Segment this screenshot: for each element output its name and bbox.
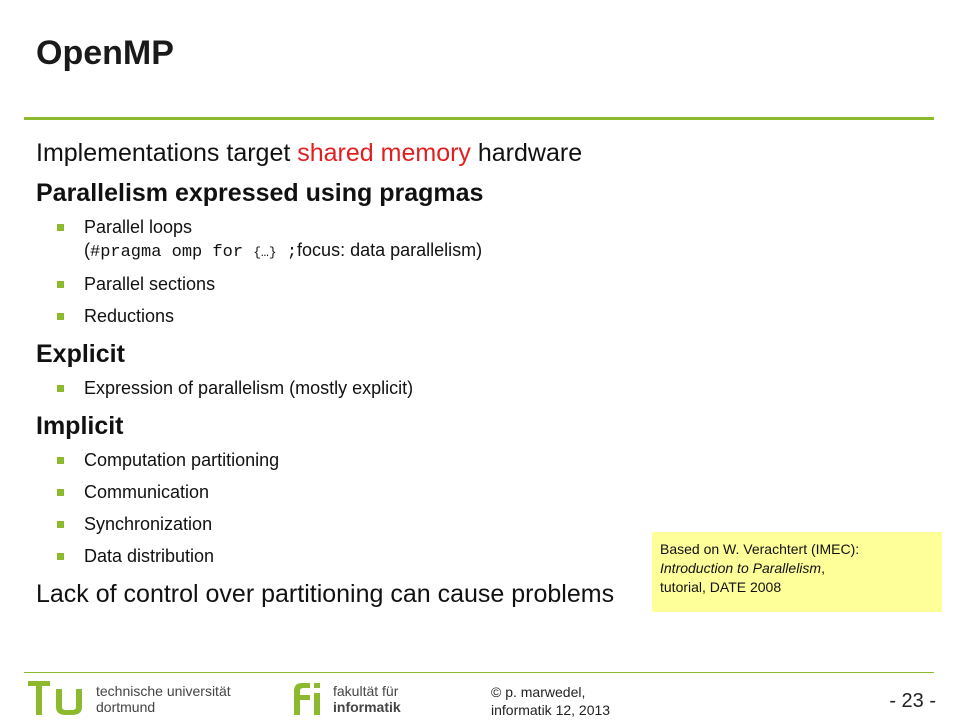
parallel-loops-open: ( xyxy=(84,240,90,260)
tu-dortmund-logo-icon xyxy=(28,681,82,715)
parallel-sections-label: Parallel sections xyxy=(84,274,216,294)
tu-dortmund-wordmark: technische universität dortmund xyxy=(96,683,231,715)
note-reference-title: Introduction to Parallelism xyxy=(660,560,822,576)
implicit-item: Computation partitioning xyxy=(84,450,280,470)
fi-faculty-wordmark: fakultät für informatik xyxy=(333,683,401,715)
bullet-square-icon xyxy=(57,553,64,560)
explicit-heading: Explicit xyxy=(36,340,125,368)
page-number: - 23 - xyxy=(889,690,936,712)
fi-line-1: fakultät für xyxy=(333,683,399,699)
parallel-loops-label: Parallel loops xyxy=(84,217,193,237)
slide-title: OpenMP xyxy=(36,34,174,72)
note-line-1: Based on W. Verachtert (IMEC): xyxy=(660,541,860,557)
list-item: Communication xyxy=(36,481,936,504)
list-item: Parallel sections xyxy=(36,273,936,296)
reductions-label: Reductions xyxy=(84,306,175,326)
closing-line: Lack of control over partitioning can ca… xyxy=(36,580,615,608)
title-divider xyxy=(24,117,934,120)
list-item: Reductions xyxy=(36,305,936,328)
bullet-square-icon xyxy=(57,313,64,320)
shared-memory-highlight: shared memory xyxy=(297,139,471,167)
shared-memory-prefix: Implementations target xyxy=(36,139,298,167)
bullet-square-icon xyxy=(57,521,64,528)
bullet-square-icon xyxy=(57,224,64,231)
author-line-1: © p. marwedel, xyxy=(491,684,586,700)
fi-line-2: informatik xyxy=(333,699,401,715)
fi-faculty-logo-icon xyxy=(294,683,320,715)
pragmas-list: Parallel loops (#pragma omp for {…} ;foc… xyxy=(36,216,936,328)
implicit-item: Data distribution xyxy=(84,546,215,566)
bullet-square-icon xyxy=(57,281,64,288)
explicit-item: Expression of parallelism (mostly explic… xyxy=(84,378,414,398)
tu-line-1: technische universität xyxy=(96,683,231,699)
note-line-2-suffix: , xyxy=(821,560,825,576)
list-item: Parallel loops (#pragma omp for {…} ;foc… xyxy=(36,216,936,264)
bullet-square-icon xyxy=(57,385,64,392)
note-line-2: Introduction to Parallelism, xyxy=(660,559,934,578)
parallel-loops-focus: focus: data parallelism) xyxy=(297,240,483,260)
source-note: Based on W. Verachtert (IMEC): Introduct… xyxy=(652,532,942,612)
list-item: Data distribution xyxy=(36,545,936,568)
implicit-heading: Implicit xyxy=(36,412,124,440)
implicit-item: Communication xyxy=(84,482,210,502)
pragma-code: #pragma omp for xyxy=(90,243,254,262)
slide-body: Implementations target shared memory har… xyxy=(36,136,936,617)
bullet-square-icon xyxy=(57,457,64,464)
implicit-list: Computation partitioning Communication S… xyxy=(36,449,936,568)
implicit-item: Synchronization xyxy=(84,514,213,534)
bullet-square-icon xyxy=(57,489,64,496)
pragmas-heading: Parallelism expressed using pragmas xyxy=(36,179,484,207)
shared-memory-suffix: hardware xyxy=(470,139,583,167)
list-item: Computation partitioning xyxy=(36,449,936,472)
list-item: Expression of parallelism (mostly explic… xyxy=(36,377,936,400)
footer-divider xyxy=(24,672,934,673)
shared-memory-line: Implementations target shared memory har… xyxy=(36,136,936,170)
author-line-2: informatik 12, 2013 xyxy=(491,702,611,718)
explicit-list: Expression of parallelism (mostly explic… xyxy=(36,377,936,400)
note-line-3: tutorial, DATE 2008 xyxy=(660,579,782,595)
list-item: Synchronization xyxy=(36,513,936,536)
pragma-code-braces: {…} xyxy=(253,245,277,260)
pragma-semicolon: ; xyxy=(276,243,298,262)
author-credit: © p. marwedel, informatik 12, 2013 xyxy=(491,683,610,719)
tu-line-2: dortmund xyxy=(96,699,156,715)
